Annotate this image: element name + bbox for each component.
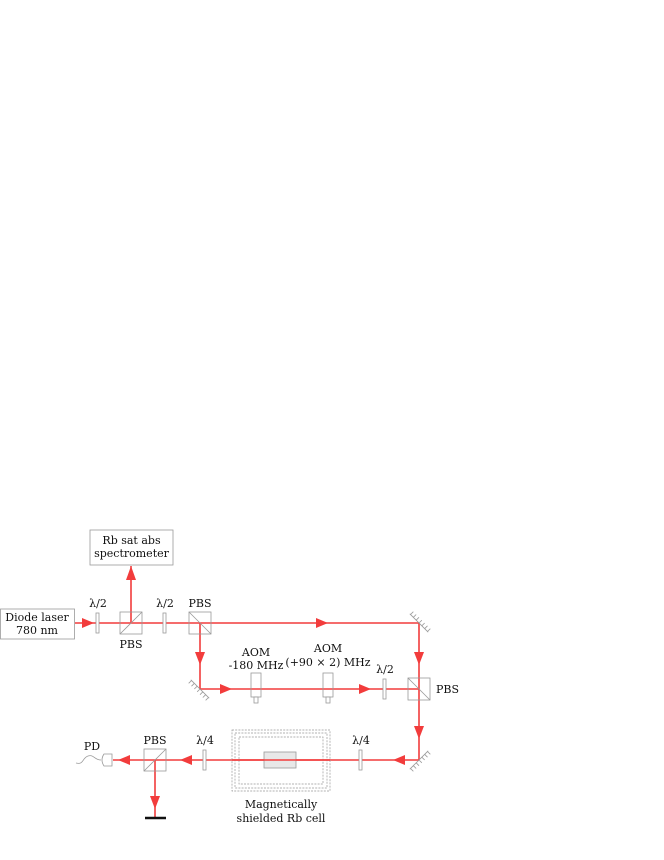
arrow-pbs2-down	[195, 652, 205, 665]
arrow-bottom-left-2	[180, 755, 192, 765]
shielded-cell-label-2: shielded Rb cell	[237, 812, 326, 825]
diode-laser-label-1: Diode laser	[5, 611, 69, 624]
aom-2-label-2: (+90 × 2) MHz	[285, 656, 370, 669]
pbs-3-label: PBS	[436, 683, 459, 696]
spectrometer-box	[89, 529, 174, 566]
waveplate-4-body	[202, 749, 207, 771]
rb-spectrometer: Rb sat abs spectrometer	[89, 529, 174, 566]
pbs-3-diagonal	[407, 677, 431, 701]
waveplate-2-body	[162, 612, 167, 634]
half-waveplate-3: λ/2	[376, 663, 394, 700]
aom-1-label-2: -180 MHz	[229, 659, 284, 672]
aom-2-connector	[325, 696, 331, 704]
beam-paths	[75, 566, 420, 818]
photodiode-label: PD	[84, 740, 100, 753]
diode-laser: Diode laser 780 nm	[0, 608, 75, 640]
mirror-top-right	[409, 611, 431, 633]
waveplate-3-body	[382, 678, 387, 700]
aom-1-label-1: AOM	[241, 646, 270, 659]
pbs-4: PBS	[143, 734, 167, 772]
aom-1-connector	[253, 696, 259, 704]
waveplate-5-label: λ/4	[352, 734, 370, 747]
aom-2: AOM (+90 × 2) MHz	[285, 642, 371, 704]
waveplate-1-label: λ/2	[89, 597, 107, 610]
aom-2-label-1: AOM	[313, 642, 342, 655]
pbs-2-cube	[188, 611, 212, 635]
arrow-right-down-1	[414, 652, 424, 665]
pbs-4-cube	[143, 748, 167, 772]
pbs-3: PBS	[407, 677, 459, 701]
arrow-to-spectrometer	[126, 566, 136, 580]
shielded-cell-label-1: Magnetically	[245, 798, 318, 811]
diode-laser-box	[0, 608, 75, 640]
pbs-1-diagonal	[119, 611, 143, 635]
aom-1: AOM -180 MHz	[229, 646, 284, 704]
waveplate-1-body	[95, 612, 100, 634]
waveplate-5-body	[358, 749, 363, 771]
diode-laser-label-2: 780 nm	[16, 624, 59, 637]
quarter-waveplate-left: λ/4	[196, 734, 214, 771]
waveplate-2-label: λ/2	[156, 597, 174, 610]
arrow-main-right	[316, 618, 328, 628]
arrow-to-dump	[150, 796, 160, 809]
arrow-aom-line-2	[359, 684, 371, 694]
quarter-waveplate-right: λ/4	[352, 734, 370, 771]
arrow-to-pd	[118, 755, 130, 765]
arrow-bottom-left-1	[393, 755, 405, 765]
pbs-2: PBS	[188, 597, 212, 635]
photodiode-body	[101, 753, 113, 767]
pbs-4-diagonal	[143, 748, 167, 772]
photodiode-cable	[75, 755, 102, 764]
half-waveplate-1: λ/2	[89, 597, 107, 634]
beam-arrows	[82, 566, 424, 809]
pbs-4-label: PBS	[143, 734, 166, 747]
pbs-1-label: PBS	[119, 638, 142, 651]
mirror-bottom-right	[409, 750, 431, 772]
pbs-1: PBS	[119, 611, 143, 651]
waveplate-3-label: λ/2	[376, 663, 394, 676]
pbs-2-label: PBS	[188, 597, 211, 610]
aom-2-body	[322, 672, 334, 698]
waveplate-4-label: λ/4	[196, 734, 214, 747]
arrow-right-down-2	[414, 726, 424, 739]
arrow-aom-line-1	[220, 684, 232, 694]
spectrometer-label-1: Rb sat abs	[102, 534, 161, 547]
shielded-rb-cell: Magnetically shielded Rb cell	[231, 729, 331, 825]
mirror-aom-left	[188, 679, 210, 701]
pbs-1-cube	[119, 611, 143, 635]
spectrometer-label-2: spectrometer	[94, 547, 170, 560]
arrow-laser-out	[82, 618, 94, 628]
aom-1-body	[250, 672, 262, 698]
pbs-3-cube	[407, 677, 431, 701]
photodiode: PD	[75, 740, 113, 767]
pbs-2-diagonal	[188, 611, 212, 635]
half-waveplate-2: λ/2	[156, 597, 174, 634]
